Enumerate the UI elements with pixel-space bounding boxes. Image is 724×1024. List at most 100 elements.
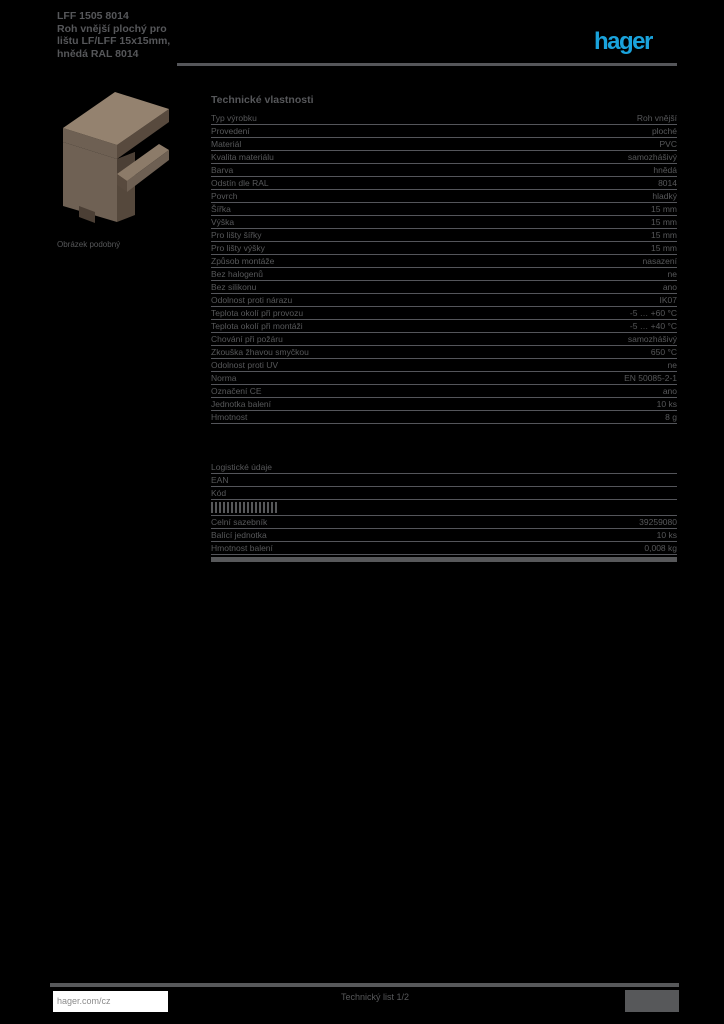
order-row-value: 10 ks — [656, 530, 677, 540]
spec-row: Odstín dle RAL 8014 — [211, 177, 677, 190]
ean-barcode-icon — [211, 502, 277, 513]
header-divider — [177, 63, 677, 66]
spec-row-label: Hmotnost — [211, 412, 248, 422]
spec-row-value: Roh vnější — [636, 113, 677, 123]
spec-row: Odolnost proti UV ne — [211, 359, 677, 372]
spec-row: Pro lišty šířky 15 mm — [211, 229, 677, 242]
spec-row: Označení CE ano — [211, 385, 677, 398]
spec-row: Kvalita materiálu samozhášivý — [211, 151, 677, 164]
spec-row: Teplota okolí při provozu-5 … +60 °C — [211, 307, 677, 320]
spec-row-label: Označení CE — [211, 386, 262, 396]
spec-row-label: Pro lišty šířky — [211, 230, 262, 240]
spec-row-value: EN 50085-2-1 — [624, 373, 677, 383]
spec-row-value: samozhášivý — [627, 152, 677, 162]
spec-row-label: Způsob montáže — [211, 256, 275, 266]
spec-row-label: Zkouška žhavou smyčkou — [211, 347, 309, 357]
spec-row-value: 15 mm — [651, 243, 677, 253]
order-row-label: Logistické údaje — [211, 462, 272, 472]
spec-row-label: Provedení — [211, 126, 250, 136]
spec-row: Bez silikonu ano — [211, 281, 677, 294]
spec-row: Typ výrobku Roh vnější — [211, 112, 677, 125]
spec-row-value: hladký — [652, 191, 677, 201]
footer-page-info: Technický list 1/2 — [340, 992, 410, 1002]
spec-row-value: 15 mm — [651, 204, 677, 214]
spec-row-value: -5 … +60 °C — [629, 308, 677, 318]
spec-row: Povrch hladký — [211, 190, 677, 203]
spec-row-value: nasazení — [642, 256, 678, 266]
spec-row-value: hnědá — [653, 165, 677, 175]
product-title-line: hnědá RAL 8014 — [57, 47, 139, 60]
order-row-label: Hmotnost balení — [211, 543, 273, 553]
spec-row: Zkouška žhavou smyčkou 650 °C — [211, 346, 677, 359]
spec-row-value: -5 … +40 °C — [629, 321, 677, 331]
product-title-line: Roh vnější plochý pro — [57, 22, 167, 35]
spec-row: Pro lišty výšky 15 mm — [211, 242, 677, 255]
website-link[interactable]: hager.com/cz — [53, 991, 168, 1012]
spec-row-label: Pro lišty výšky — [211, 243, 265, 253]
spec-row-value: 8014 — [658, 178, 677, 188]
spec-row: Způsob montáže nasazení — [211, 255, 677, 268]
spec-row-value: 8 g — [665, 412, 677, 422]
spec-row-value: 15 mm — [651, 217, 677, 227]
order-row: Kód — [211, 487, 677, 500]
spec-row-label: Odstín dle RAL — [211, 178, 269, 188]
spec-row: Chování při požáru samozhášivý — [211, 333, 677, 346]
spec-row-label: Jednotka balení — [211, 399, 272, 409]
spec-row: Výška 15 mm — [211, 216, 677, 229]
product-title-block: LFF 1505 8014 Roh vnější plochý pro lišt… — [57, 10, 185, 60]
order-row-label: Balící jednotka — [211, 530, 267, 540]
spec-row-label: Chování při požáru — [211, 334, 283, 344]
image-similar-caption: Obrázek podobný — [57, 240, 121, 249]
spec-row-value: ano — [662, 282, 677, 292]
spec-row-value: ano — [662, 386, 677, 396]
spec-row-label: Šířka — [211, 204, 231, 214]
spec-row-label: Norma — [211, 373, 237, 383]
spec-row-value: ne — [667, 360, 677, 370]
spec-row-value: PVC — [659, 139, 677, 149]
hager-logo: hager — [594, 28, 653, 55]
spec-row-label: Teplota okolí při montáži — [211, 321, 303, 331]
spec-row-value: ne — [667, 269, 677, 279]
order-row: Balící jednotka 10 ks — [211, 529, 677, 542]
spec-row-value: 650 °C — [650, 347, 677, 357]
qr-code-placeholder-icon — [625, 990, 679, 1012]
product-reference: LFF 1505 8014 — [57, 10, 129, 22]
spec-row: Šířka 15 mm — [211, 203, 677, 216]
spec-row-label: Odolnost proti nárazu — [211, 295, 293, 305]
spec-row-value: ploché — [651, 126, 677, 136]
spec-row-label: Povrch — [211, 191, 238, 201]
spec-row-label: Výška — [211, 217, 235, 227]
spec-row: Barva hnědá — [211, 164, 677, 177]
spec-row-label: Materiál — [211, 139, 242, 149]
spec-row-label: Typ výrobku — [211, 113, 257, 123]
spec-row: Teplota okolí při montáži -5 … +40 °C — [211, 320, 677, 333]
spec-row: Jednotka balení 10 ks — [211, 398, 677, 411]
spec-row-value: 15 mm — [651, 230, 677, 240]
order-row-label: Kód — [211, 488, 227, 498]
spec-row: Materiál PVC — [211, 138, 677, 151]
order-row-label: EAN — [211, 475, 229, 485]
spec-row-value: 10 ks — [656, 399, 677, 409]
order-row-value: 0,008 kg — [644, 543, 677, 553]
spec-section-heading: Technické vlastnosti — [211, 94, 314, 106]
order-row: Logistické údaje — [211, 461, 677, 474]
barcode-row — [211, 500, 677, 516]
spec-row-label: Barva — [211, 165, 234, 175]
spec-row-label: Kvalita materiálu — [211, 152, 274, 162]
spec-row-label: Bez silikonu — [211, 282, 257, 292]
order-row-label: Celní sazebník — [211, 517, 268, 527]
spec-row-value: samozhášivý — [627, 334, 677, 344]
order-row: Celní sazebník 39259080 — [211, 516, 677, 529]
footer-divider — [50, 983, 679, 987]
spec-row: Provedení ploché — [211, 125, 677, 138]
order-row-value: 39259080 — [639, 517, 677, 527]
order-table-end-bar — [211, 557, 677, 562]
product-photo-brown-corner — [63, 92, 169, 223]
spec-row-label: Odolnost proti UV — [211, 360, 279, 370]
spec-row: Hmotnost 8 g — [211, 411, 677, 424]
